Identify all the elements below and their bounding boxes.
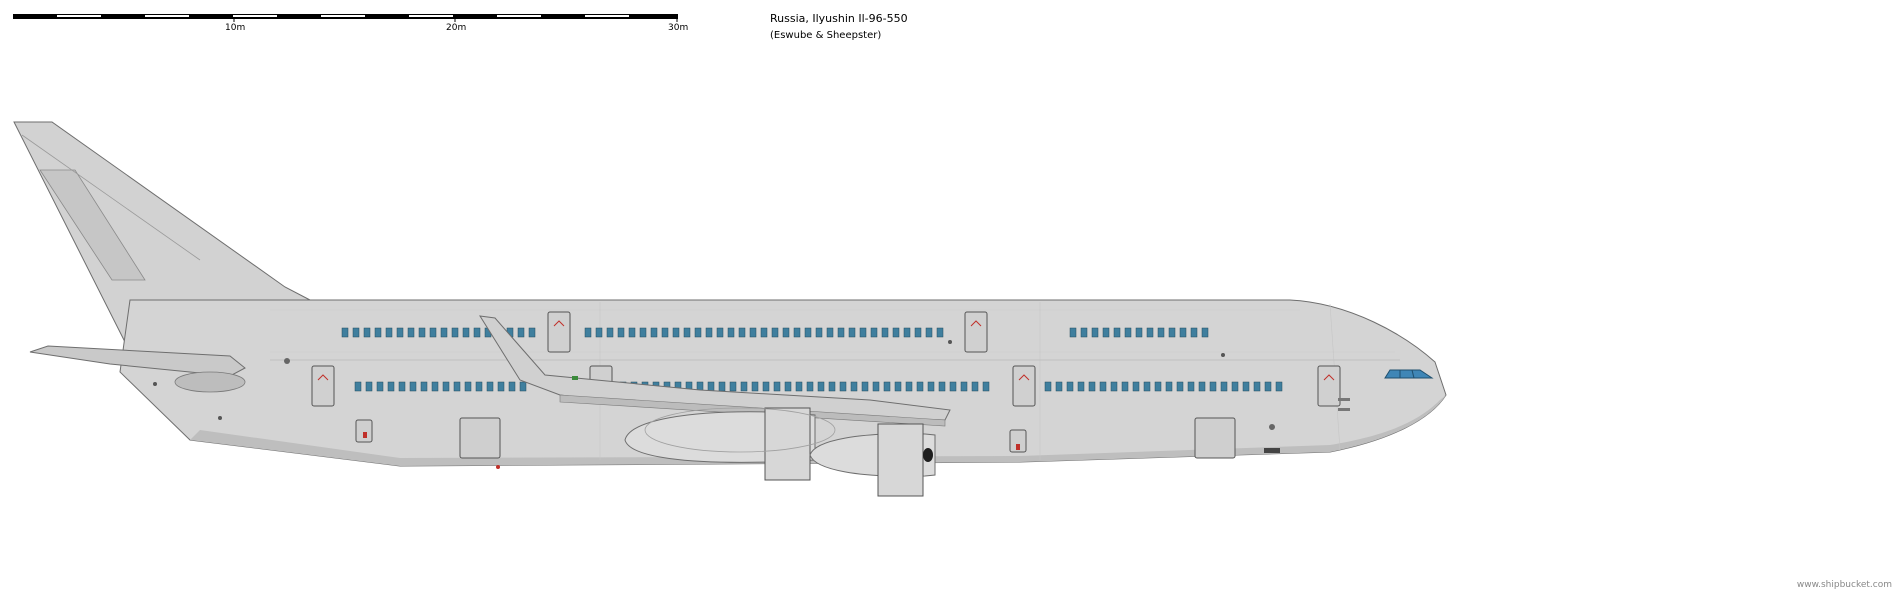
aircraft-title: Russia, Ilyushin Il-96-550	[770, 12, 908, 25]
upper-deck-windows	[341, 327, 1209, 338]
upper-deck-doors	[547, 311, 988, 353]
aircraft-side-profile	[13, 121, 1447, 497]
site-watermark: www.shipbucket.com	[1796, 580, 1892, 590]
wing	[479, 315, 951, 421]
scale-label-10m: 10m	[225, 23, 245, 33]
inboard-engine	[624, 407, 816, 481]
author-credit: (Eswube & Sheepster)	[770, 30, 882, 41]
scale-bar: 10m 20m 30m	[13, 14, 688, 33]
outboard-engine	[809, 423, 936, 497]
cockpit-windows	[1384, 369, 1434, 379]
scale-label-30m: 30m	[668, 23, 688, 33]
main-deck-windows	[354, 381, 1283, 392]
cargo-doors	[355, 417, 1236, 459]
scale-label-20m: 20m	[446, 23, 466, 33]
horizontal-stabilizer	[29, 345, 246, 377]
